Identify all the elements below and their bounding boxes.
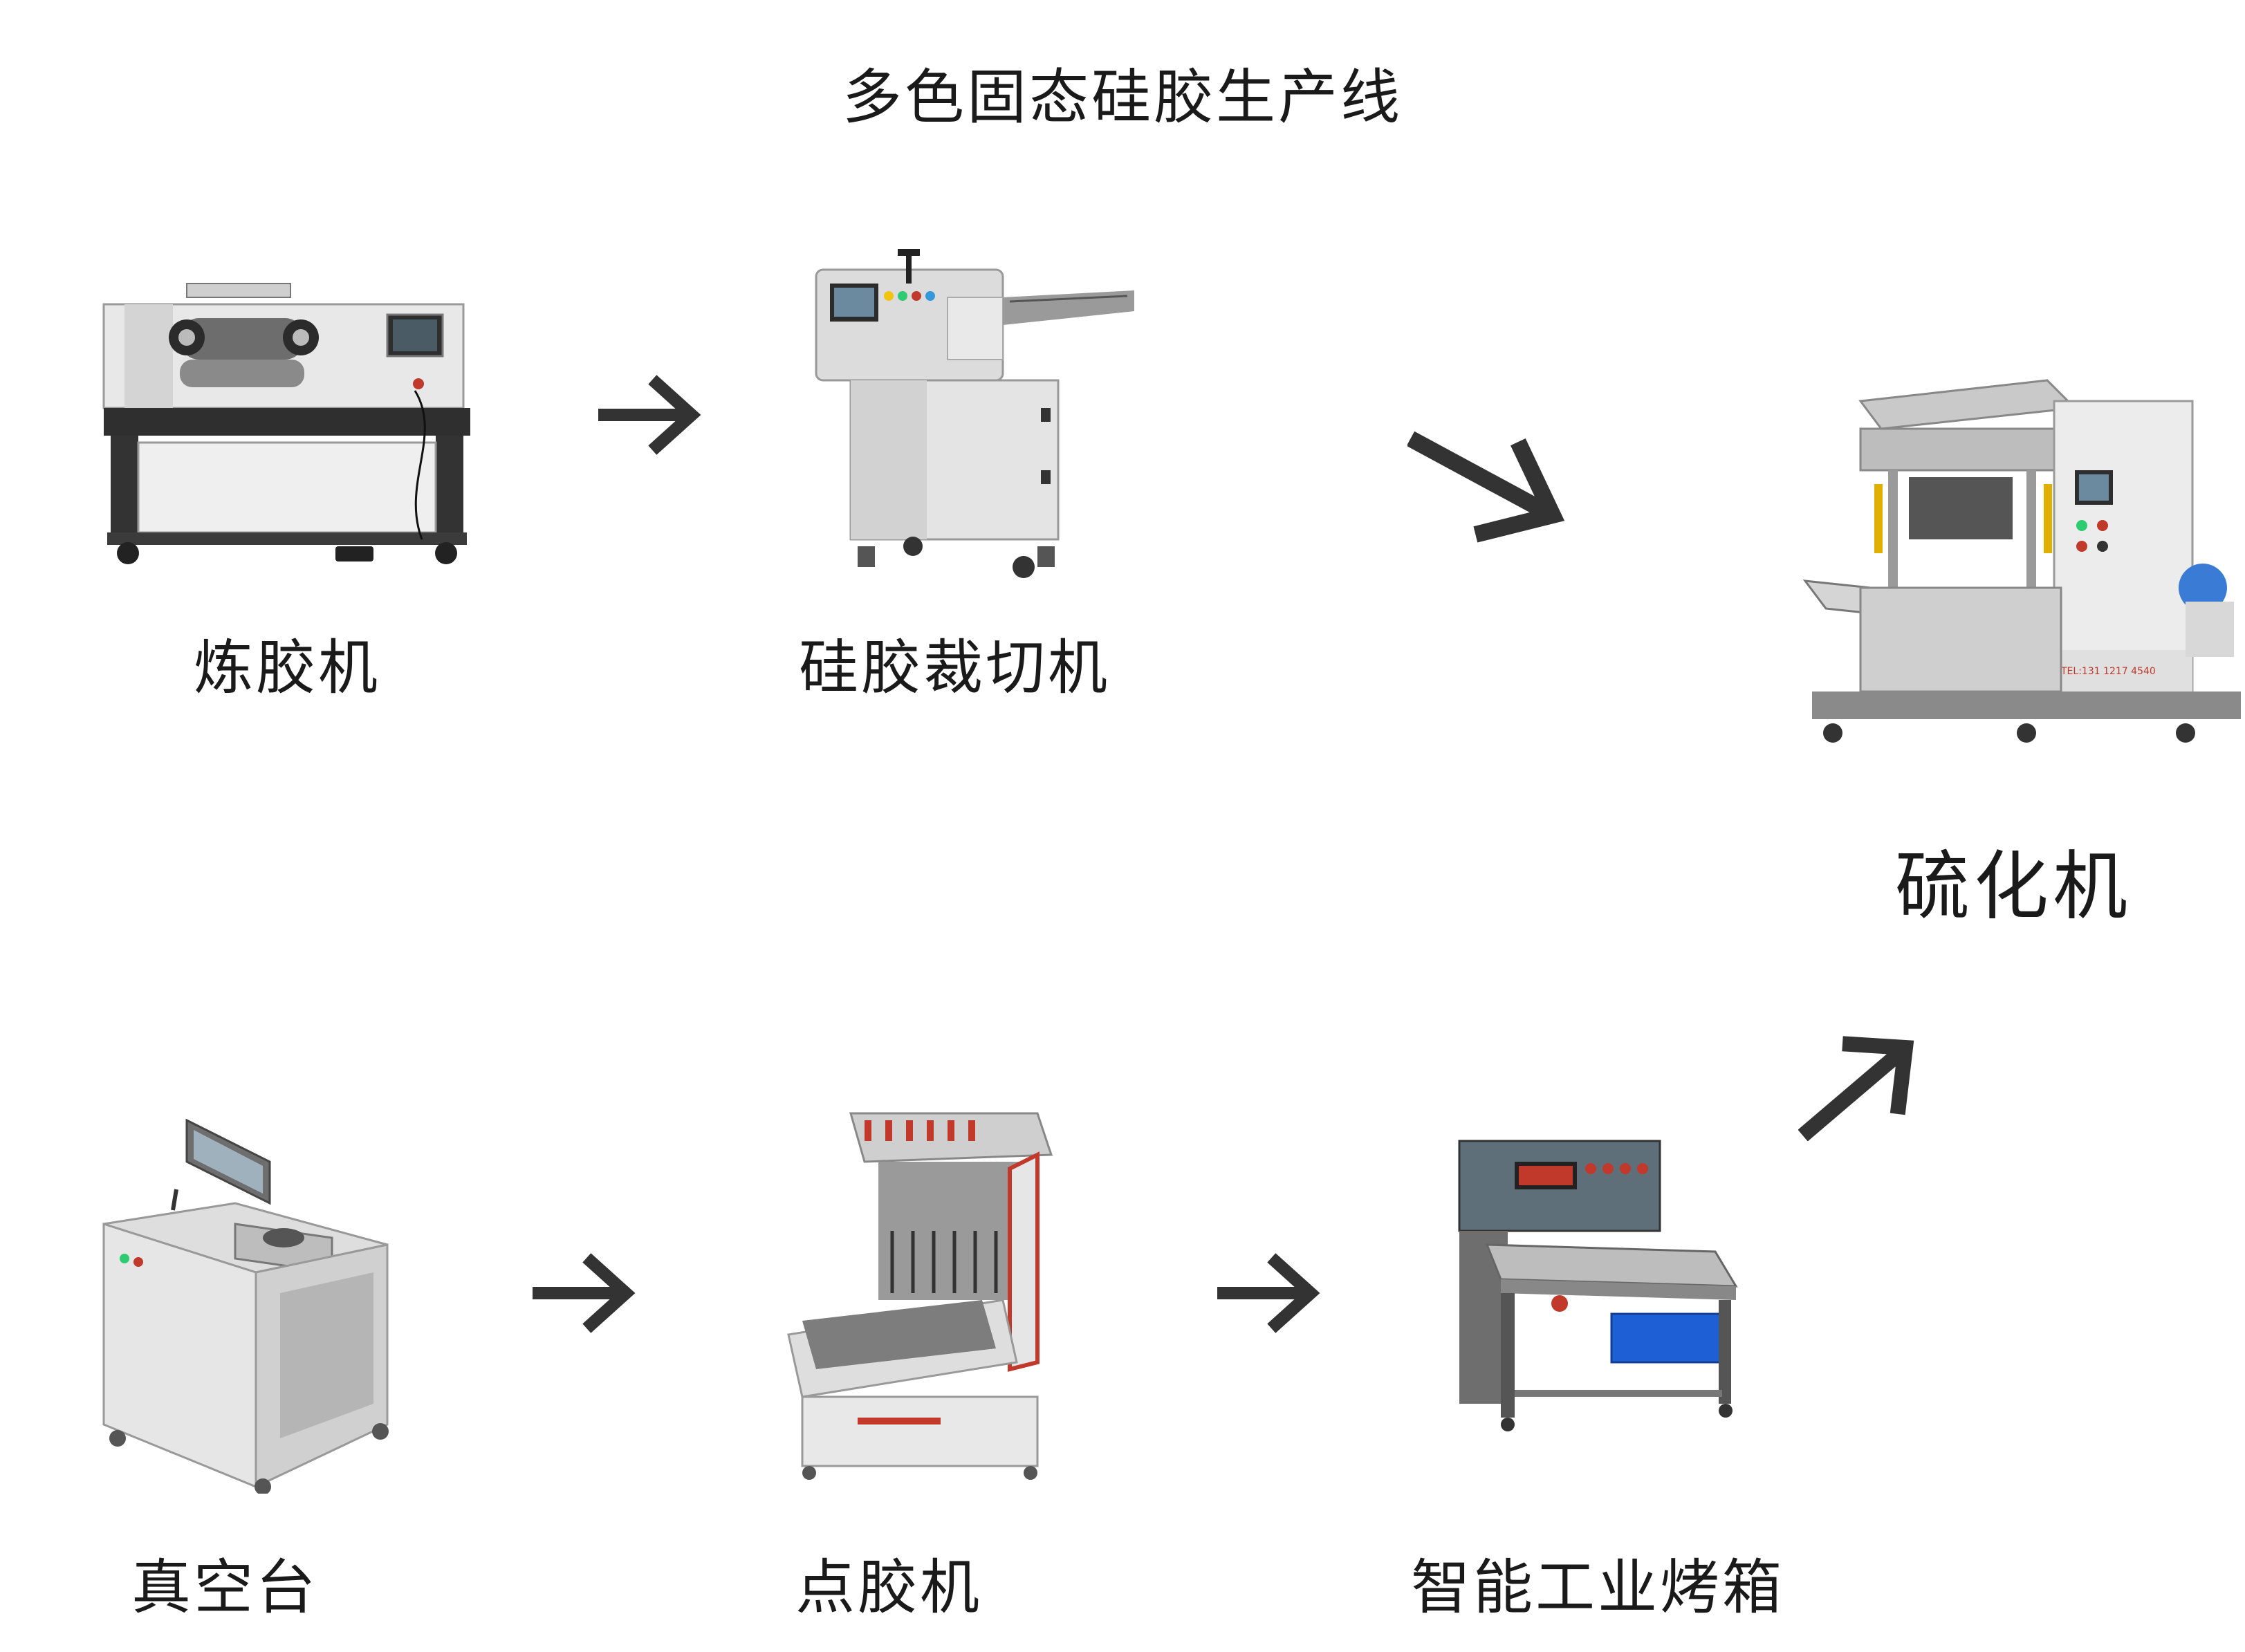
mixing-mill-image	[97, 256, 491, 574]
vulcanizer-label: 硫化机	[1895, 844, 2132, 930]
dispensing-machine-label: 点胶机	[795, 1553, 982, 1622]
cutting-machine-label: 硅胶裁切机	[799, 633, 1110, 703]
vulcanizer-tel: TEL:131 1217 4540	[2060, 666, 2156, 677]
arrow-oven-to-vulcanizer	[1798, 1030, 1923, 1141]
arrow-mixing-to-cutting	[598, 370, 702, 460]
industrial-oven-label: 智能工业烤箱	[1411, 1553, 1784, 1622]
vacuum-table-label: 真空台	[131, 1553, 318, 1622]
arrow-vacuum-to-dispensing	[533, 1248, 636, 1338]
dispensing-machine-image	[775, 1093, 1107, 1487]
vacuum-table-image	[97, 1099, 401, 1494]
diagram-title: 多色固态硅胶生产线	[842, 63, 1403, 132]
vulcanizer-image: TEL:131 1217 4540	[1798, 360, 2241, 788]
arrow-cutting-to-vulcanizer	[1407, 422, 1567, 546]
cutting-machine-image	[809, 242, 1155, 588]
mixing-mill-label: 炼胶机	[194, 633, 380, 703]
arrow-dispensing-to-oven	[1217, 1248, 1321, 1338]
industrial-oven-image	[1445, 1127, 1750, 1438]
